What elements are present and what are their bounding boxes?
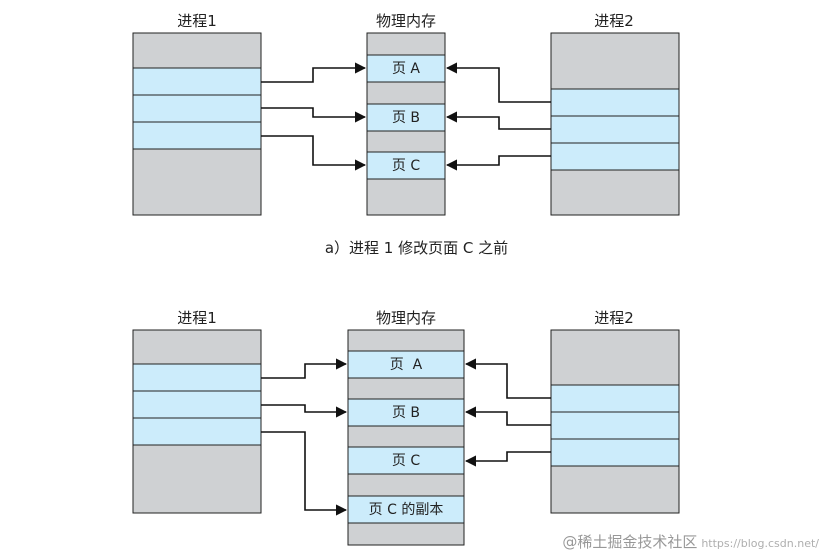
diagram-a-process1-page-c-entry [132, 121, 262, 150]
diagram-b-arrow-p2-page-b [464, 406, 551, 426]
diagram-b-arrow-p2-page-c [464, 451, 551, 467]
watermark-text: @稀土掘金技术社区 [562, 533, 698, 551]
diagram-b-arrow-p2-page-a [464, 358, 551, 399]
diagram-b-process1-title: 进程1 [177, 309, 217, 327]
diagram-a-process2-arrows [445, 62, 551, 171]
diagram-a-page-a-label: 页 A [392, 61, 420, 77]
diagram-a-page-b-label: 页 B [392, 110, 420, 126]
diagram-a-process2-title: 进程2 [594, 12, 634, 30]
diagram-b-page-b-label: 页 B [392, 405, 420, 421]
diagram-b-arrow-p1-page-b [261, 404, 348, 418]
diagram-a-process1-arrows [261, 62, 367, 171]
diagram-b-process1-page-b-entry [132, 390, 262, 419]
diagram-a-caption: a）进程 1 修改页面 C 之前 [324, 239, 509, 257]
diagram-a-process2-page-b-entry [550, 115, 680, 144]
diagram-a-memory-column: 页 A 页 B 页 C [366, 32, 446, 216]
diagram-b-process2-column [550, 329, 680, 514]
diagram-a-arrow-p1-page-a [261, 62, 367, 83]
diagram-b-page-c-copy-label: 页 C 的副本 [369, 502, 444, 518]
diagram-a-arrow-p1-page-b [261, 107, 367, 123]
diagram-a-process1-title: 进程1 [177, 12, 217, 30]
diagram-a-process1-page-a-entry [132, 67, 262, 96]
diagram-b-process1-page-a-entry [132, 363, 262, 392]
diagram-b: 进程1 物理内存 进程2 页 A 页 B 页 C 页 C 的副本 [132, 309, 680, 546]
diagram-a-arrow-p2-page-a [445, 62, 551, 103]
diagram-b-process2-title: 进程2 [594, 309, 634, 327]
diagram-a-process1-column [132, 32, 262, 216]
diagram-b-process2-arrows [464, 358, 551, 467]
diagram-b-process2-page-a-entry [550, 384, 680, 413]
diagram-b-memory-title: 物理内存 [376, 309, 436, 327]
diagram-a-memory-title: 物理内存 [376, 12, 436, 30]
diagram-b-process1-column [132, 329, 262, 514]
diagram-b-process2-page-b-entry [550, 411, 680, 440]
watermark-url: https://blog.csdn.net/ [701, 537, 819, 550]
diagram-b-memory-column: 页 A 页 B 页 C 页 C 的副本 [347, 329, 465, 546]
diagram-b-page-c-label: 页 C [392, 453, 420, 469]
diagram-a-page-c-label: 页 C [392, 158, 420, 174]
diagram-a-process2-page-a-entry [550, 88, 680, 117]
diagram-b-arrow-p1-page-a [261, 358, 348, 379]
diagram-b-page-a [347, 350, 465, 379]
diagram-a: 进程1 物理内存 进程2 页 A 页 B 页 C [132, 12, 680, 216]
diagram-b-page-c [347, 446, 465, 475]
diagram-a-page-b [366, 103, 446, 132]
diagram-b-arrow-p1-page-c-copy [261, 431, 348, 516]
diagram-a-process1-page-b-entry [132, 94, 262, 123]
diagram-a-arrow-p2-page-b [445, 111, 551, 130]
diagram-a-process2-column [550, 32, 680, 216]
diagram-b-process2-page-c-entry [550, 438, 680, 467]
diagram-b-process1-page-c-entry [132, 417, 262, 446]
diagram-a-page-a [366, 54, 446, 83]
diagram-b-process1-arrows [261, 358, 348, 516]
diagram-a-arrow-p2-page-c [445, 155, 551, 171]
diagram-a-process2-page-c-entry [550, 142, 680, 171]
diagram-a-arrow-p1-page-c [261, 135, 367, 171]
diagram-b-page-a-label: 页 A [390, 357, 423, 373]
